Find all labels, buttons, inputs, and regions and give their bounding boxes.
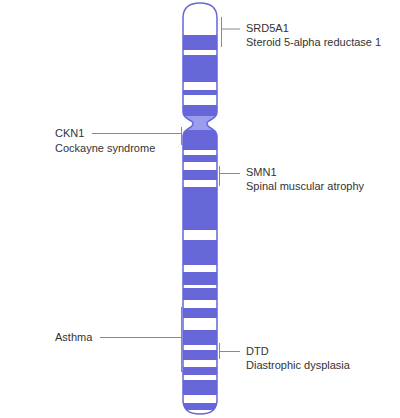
chromosome-band [180,345,220,350]
chromosome-band [180,265,220,272]
chromosome-band [180,50,220,55]
gene-symbol: SMN1 [246,166,277,179]
gene-symbol: SRD5A1 [246,22,289,35]
chromosome-band [180,230,220,240]
gene-description: Steroid 5-alpha reductase 1 [246,36,381,49]
chromosome-band [180,285,220,288]
chromosome-band [180,360,220,367]
gene-symbol: DTD [246,345,269,358]
chromosome-band [180,0,220,35]
chromosome-band [180,150,220,155]
gene-description: Diastrophic dysplasia [246,359,350,372]
chromosome-outline [183,3,217,414]
gene-symbol: CKN1 [55,127,84,140]
chromosome-band [180,82,220,90]
gene-description: Spinal muscular atrophy [246,180,364,193]
chromosome-band [180,395,220,403]
trait-name: Asthma [55,331,92,344]
chromosome-band [180,375,220,380]
chromosome-band [180,300,220,308]
gene-description: Cockayne syndrome [55,142,155,155]
chromosome-band [180,180,220,187]
chromosome-band [180,318,220,330]
leader-lines [92,17,240,372]
chromosome-band [180,95,220,105]
chromosome-bands [180,0,220,418]
chromosome-band [180,162,220,170]
